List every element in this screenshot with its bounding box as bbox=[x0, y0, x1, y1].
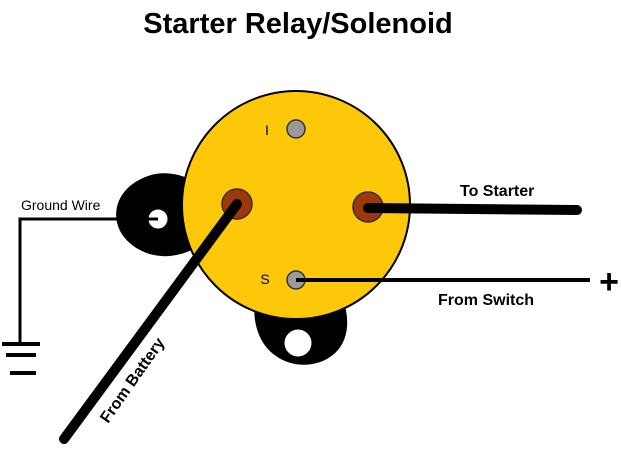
bottom-mount-hole bbox=[283, 328, 313, 358]
positive-sign: + bbox=[599, 263, 619, 301]
terminal-s-label: S bbox=[260, 271, 269, 287]
diagram-title: Starter Relay/Solenoid bbox=[143, 8, 452, 40]
battery-wire bbox=[59, 199, 242, 444]
ground-icon bbox=[2, 342, 40, 375]
ground-wire-label: Ground Wire bbox=[21, 197, 101, 213]
ground-wire bbox=[18, 217, 158, 343]
to-starter-label: To Starter bbox=[460, 183, 534, 200]
starter-wire bbox=[363, 203, 582, 215]
from-switch-label: From Switch bbox=[438, 292, 534, 309]
terminal-i-label: I bbox=[265, 122, 269, 138]
terminal-i bbox=[286, 119, 306, 139]
